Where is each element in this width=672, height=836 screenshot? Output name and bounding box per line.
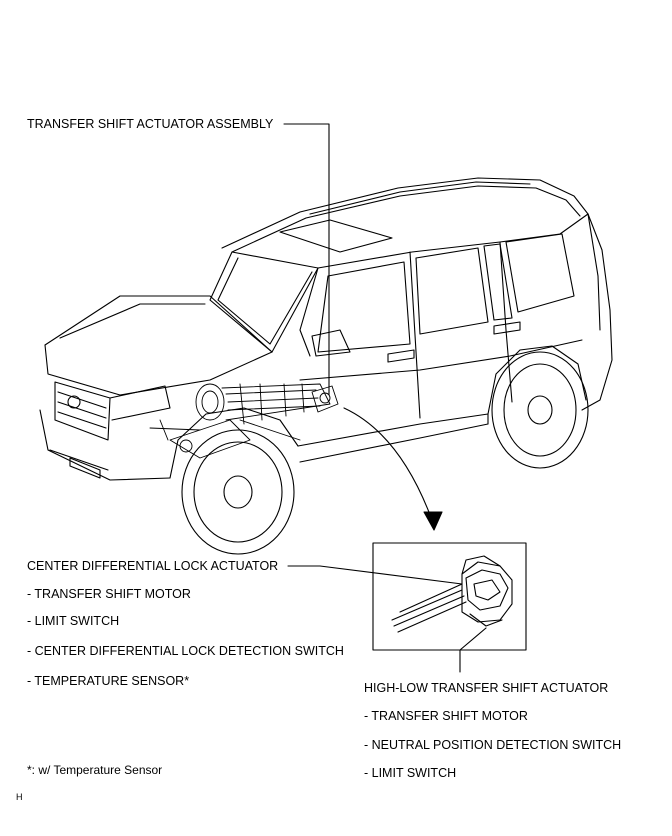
detail-box — [372, 542, 527, 651]
assembly-leader-line — [283, 123, 330, 396]
corner-mark: H — [16, 792, 23, 802]
center-diff-item: - TRANSFER SHIFT MOTOR — [27, 587, 191, 601]
pointer-arrow — [343, 407, 433, 521]
high-low-item: - LIMIT SWITCH — [364, 766, 457, 780]
center-diff-item: - CENTER DIFFERENTIAL LOCK DETECTION SWI… — [27, 644, 344, 658]
center-diff-leader-line — [287, 565, 463, 585]
high-low-leader-line — [459, 627, 487, 673]
actuator-detail — [391, 555, 513, 633]
center-diff-item: - LIMIT SWITCH — [27, 614, 120, 628]
high-low-title: HIGH-LOW TRANSFER SHIFT ACTUATOR — [364, 681, 609, 695]
footnote: *: w/ Temperature Sensor — [27, 763, 163, 777]
high-low-item: - NEUTRAL POSITION DETECTION SWITCH — [364, 738, 622, 752]
drivetrain-cutaway — [149, 383, 339, 459]
pointer-arrowhead — [423, 511, 443, 531]
center-diff-title: CENTER DIFFERENTIAL LOCK ACTUATOR — [27, 559, 279, 573]
suv-body — [39, 177, 613, 481]
rear-wheel — [491, 351, 589, 469]
assembly-label: TRANSFER SHIFT ACTUATOR ASSEMBLY — [27, 117, 274, 131]
center-diff-item: - TEMPERATURE SENSOR* — [27, 674, 190, 688]
front-wheel — [181, 429, 295, 555]
high-low-item: - TRANSFER SHIFT MOTOR — [364, 709, 528, 723]
